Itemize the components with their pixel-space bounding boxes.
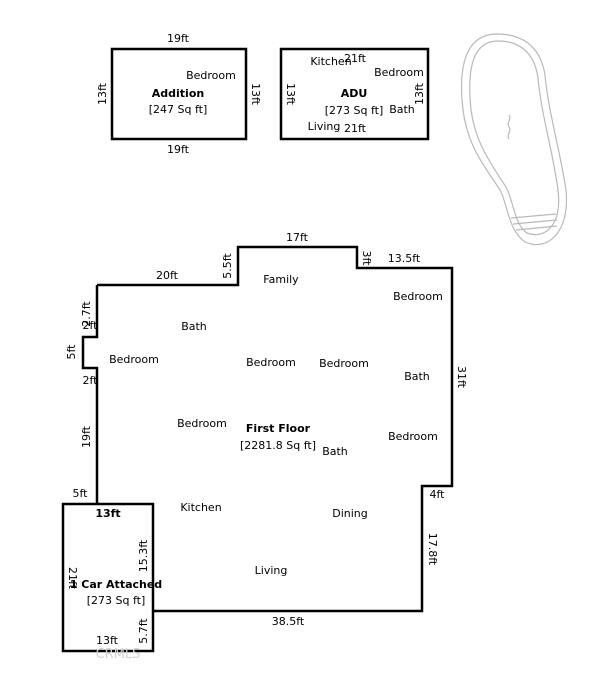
adu-room-bedroom: Bedroom (374, 66, 424, 79)
first-floor-structure: 20ft 5.5ft 17ft 3ft 13.5ft 31ft 4ft 17.8… (65, 231, 468, 628)
adu-room-living: Living (308, 120, 341, 133)
addition-dim-bottom: 19ft (167, 143, 190, 156)
pool-step-line (510, 213, 557, 219)
ff-dim-2ft-upper: 2ft (83, 319, 99, 332)
addition-dim-top: 19ft (167, 32, 190, 45)
ff-room-bedroom: Bedroom (246, 356, 296, 369)
ff-dim-31ft: 31ft (455, 366, 468, 389)
first-floor-title: First Floor (246, 422, 311, 435)
addition-dim-left: 13ft (96, 82, 109, 105)
ff-dim-3ft: 3ft (360, 251, 373, 267)
ff-room-living: Living (255, 564, 288, 577)
adu-outline (279, 47, 430, 141)
ff-room-bedroom: Bedroom (319, 357, 369, 370)
ff-room-bedroom: Bedroom (388, 430, 438, 443)
garage-dim-left: 21ft (66, 567, 79, 590)
addition-area: [247 Sq ft] (149, 103, 208, 116)
pool-drain-mark (507, 114, 511, 140)
garage-outline (61, 502, 155, 653)
first-floor-area: [2281.8 Sq ft] (240, 439, 316, 452)
pool-inner-outline (469, 40, 560, 236)
addition-title: Addition (152, 87, 204, 100)
garage-area: [273 Sq ft] (87, 594, 146, 607)
garage-dim-top: 13ft (95, 507, 120, 520)
first-floor-outline (81, 245, 454, 613)
ff-dim-5-5ft: 5.5ft (221, 253, 234, 279)
ff-dim-5ft-jog: 5ft (65, 344, 78, 360)
garage-title: 1 Car Attached (70, 578, 162, 591)
adu-dim-bottom: 21ft (344, 122, 367, 135)
ff-room-dining: Dining (332, 507, 368, 520)
ff-room-bedroom: Bedroom (177, 417, 227, 430)
garage-dim-bottom: 13ft (96, 634, 119, 647)
garage-dim-right-lower: 5.7ft (137, 618, 150, 644)
garage-structure: 13ft 13ft 21ft 15.3ft 5.7ft 1 Car Attach… (61, 502, 162, 653)
adu-room-kitchen: Kitchen (310, 55, 351, 68)
ff-dim-4ft: 4ft (430, 488, 446, 501)
ff-dim-20ft: 20ft (156, 269, 179, 282)
pool-step-line (515, 225, 558, 231)
ff-room-bath: Bath (322, 445, 348, 458)
adu-dim-right: 13ft (413, 82, 426, 105)
ff-room-family: Family (263, 273, 299, 286)
addition-room-bedroom: Bedroom (186, 69, 236, 82)
ff-dim-2ft-lower: 2ft (83, 374, 99, 387)
adu-title: ADU (341, 87, 368, 100)
ff-room-kitchen: Kitchen (180, 501, 221, 514)
addition-structure: 19ft 19ft 13ft 13ft Bedroom Addition [24… (96, 32, 262, 156)
pool-step-line (512, 219, 558, 225)
adu-dim-top: 21ft (344, 52, 367, 65)
ff-room-bedroom: Bedroom (109, 353, 159, 366)
ff-room-bedroom: Bedroom (393, 290, 443, 303)
ff-dim-38-5ft: 38.5ft (272, 615, 305, 628)
garage-dim-right-upper: 15.3ft (137, 539, 150, 572)
addition-dim-right: 13ft (249, 83, 262, 106)
ff-room-bath: Bath (404, 370, 430, 383)
ff-dim-2-7ft: 2.7ft (80, 301, 93, 327)
ff-dim-5ft-bottom: 5ft (73, 487, 89, 500)
ff-room-bath: Bath (181, 320, 207, 333)
adu-area: [273 Sq ft] (325, 104, 384, 117)
pool-drawing (460, 33, 568, 246)
ff-dim-13-5ft: 13.5ft (388, 252, 421, 265)
adu-room-bath: Bath (389, 103, 415, 116)
ff-dim-19ft: 19ft (80, 425, 93, 448)
ff-dim-17ft: 17ft (286, 231, 309, 244)
adu-structure: 21ft 21ft 13ft 13ft Kitchen Bedroom ADU … (279, 47, 430, 141)
adu-dim-left: 13ft (284, 83, 297, 106)
addition-outline (110, 47, 248, 141)
watermark-text: CRMLS (96, 647, 141, 662)
pool-outer-outline (460, 33, 568, 246)
ff-dim-17-8ft: 17.8ft (426, 533, 439, 566)
